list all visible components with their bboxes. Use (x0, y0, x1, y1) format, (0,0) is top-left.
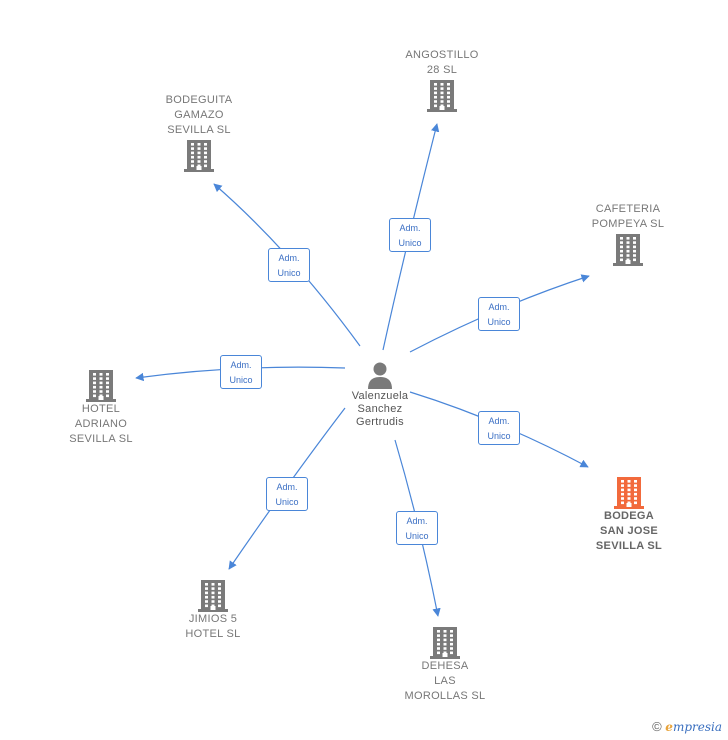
company-name: BODEGA SAN JOSE SEVILLA SL (595, 510, 663, 552)
company-name: ANGOSTILLO 28 SL (405, 49, 479, 76)
company-node-hotel-adriano[interactable]: HOTEL ADRIANO SEVILLA SL (50, 368, 152, 447)
relation-label[interactable]: Adm. Unico (268, 248, 310, 282)
relation-label[interactable]: Adm. Unico (478, 411, 520, 445)
building-icon (198, 580, 228, 612)
relation-label[interactable]: Adm. Unico (396, 511, 438, 545)
footer-brand: © empresia (652, 719, 722, 734)
building-icon (86, 370, 116, 402)
company-node-cafeteria[interactable]: CAFETERIA POMPEYA SL (577, 202, 679, 266)
building-icon (427, 80, 457, 112)
relation-label[interactable]: Adm. Unico (478, 297, 520, 331)
relation-label[interactable]: Adm. Unico (220, 355, 262, 389)
company-name: JIMIOS 5 HOTEL SL (185, 613, 241, 640)
relation-label[interactable]: Adm. Unico (389, 218, 431, 252)
company-name: HOTEL ADRIANO SEVILLA SL (69, 403, 133, 445)
building-icon (614, 477, 644, 509)
center-person[interactable]: Valenzuela Sanchez Gertrudis (330, 360, 430, 429)
relation-label[interactable]: Adm. Unico (266, 477, 308, 511)
brand-logo: empresia (665, 720, 722, 734)
company-name: DEHESA LAS MOROLLAS SL (404, 660, 486, 702)
center-person-name: Valenzuela Sanchez Gertrudis (351, 390, 409, 428)
company-name: BODEGUITA GAMAZO SEVILLA SL (165, 94, 233, 136)
person-icon (368, 362, 392, 389)
company-node-jimios[interactable]: JIMIOS 5 HOTEL SL (163, 578, 263, 642)
company-node-bodega[interactable]: BODEGA SAN JOSE SEVILLA SL (577, 475, 681, 554)
building-icon (430, 627, 460, 659)
building-icon (184, 140, 214, 172)
company-node-dehesa[interactable]: DEHESA LAS MOROLLAS SL (393, 625, 497, 704)
copyright-icon: © (652, 719, 662, 734)
building-icon (613, 234, 643, 266)
company-name: CAFETERIA POMPEYA SL (591, 203, 665, 230)
company-node-bodeguita[interactable]: BODEGUITA GAMAZO SEVILLA SL (148, 93, 250, 172)
company-node-angostillo[interactable]: ANGOSTILLO 28 SL (392, 48, 492, 112)
